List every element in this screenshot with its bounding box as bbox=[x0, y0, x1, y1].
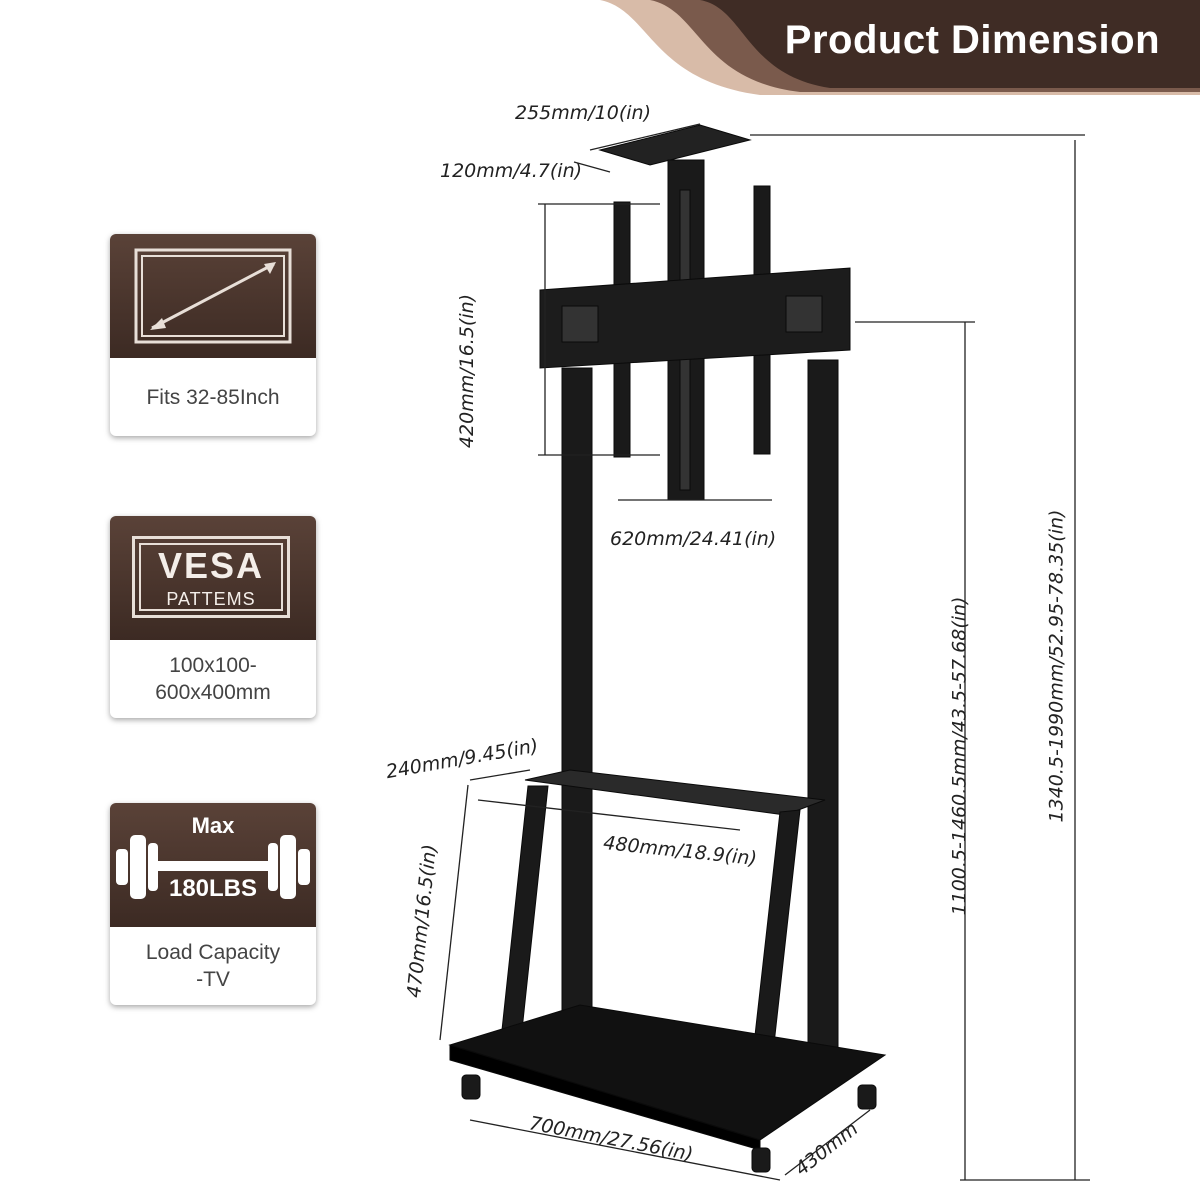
vesa-badge: VESA PATTEMS bbox=[132, 536, 290, 618]
vesa-badge-main: VESA bbox=[157, 545, 265, 586]
feature-card-screen-size: Fits 32-85Inch bbox=[110, 234, 316, 436]
load-badge-value: 180LBS bbox=[168, 875, 258, 902]
feature-caption: 100x100- 600x400mm bbox=[155, 654, 271, 704]
banner-wave-graphic bbox=[600, 0, 1200, 95]
dimension-mount-height: 1100.5-1460.5mm/43.5-57.68(in) bbox=[948, 596, 971, 916]
dumbbell-icon: Max 180LBS bbox=[110, 803, 316, 927]
feature-card-vesa: VESA PATTEMS 100x100- 600x400mm bbox=[110, 516, 316, 718]
dimension-total-height: 1340.5-1990mm/52.95-78.35(in) bbox=[1045, 509, 1068, 823]
header-banner: Product Dimension bbox=[0, 0, 1200, 95]
dimension-top-tray-width: 255mm/10(in) bbox=[515, 102, 652, 124]
vesa-icon: VESA PATTEMS bbox=[110, 516, 316, 640]
page-title: Product Dimension bbox=[784, 18, 1160, 62]
dimension-bracket-height: 420mm/16.5(in) bbox=[456, 293, 479, 449]
feature-card-load: Max 180LBS Load Capacity -TV bbox=[110, 803, 316, 1005]
dimension-top-tray-depth: 120mm/4.7(in) bbox=[440, 160, 583, 182]
vesa-badge-sub: PATTEMS bbox=[166, 589, 256, 609]
tv-diagonal-icon bbox=[110, 234, 316, 358]
feature-caption: Fits 32-85Inch bbox=[146, 385, 280, 409]
dimension-bracket-width: 620mm/24.41(in) bbox=[610, 528, 777, 550]
load-badge-top: Max bbox=[191, 813, 235, 838]
feature-caption: Load Capacity -TV bbox=[145, 941, 281, 991]
